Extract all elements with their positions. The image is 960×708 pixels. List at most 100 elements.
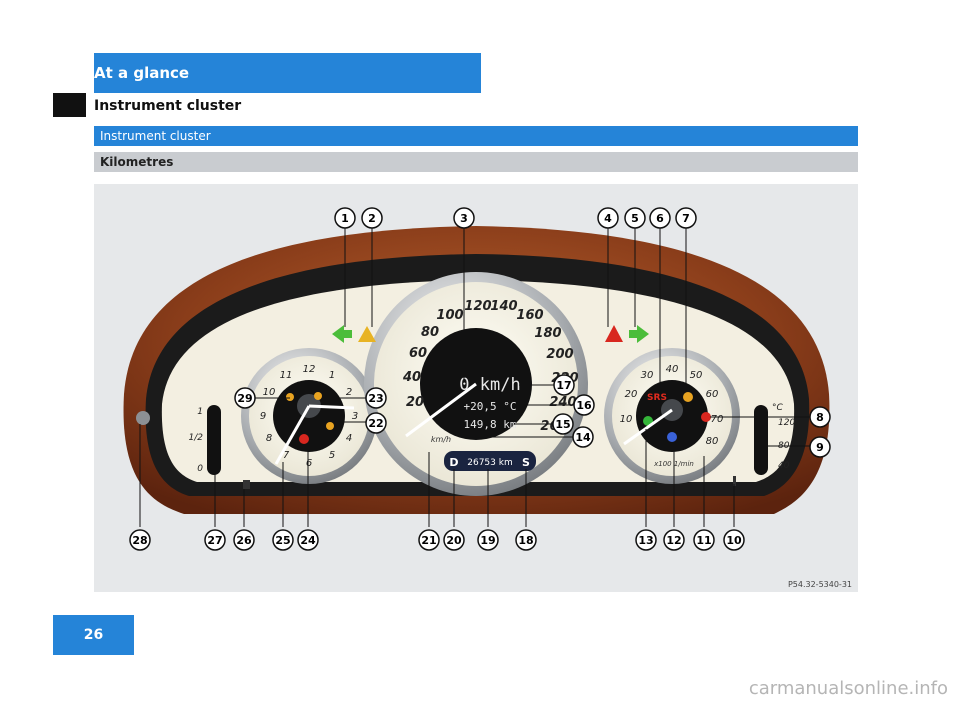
callout-2: 2: [368, 212, 376, 225]
rpm-number: 10: [620, 414, 633, 425]
figure-reference: P54.32-5340-31: [788, 580, 852, 589]
speed-tick: 40: [402, 370, 421, 385]
clock-number: 9: [260, 411, 266, 422]
speed-tick: 120: [464, 299, 491, 314]
engine-warning-icon: [326, 422, 334, 430]
speed-readout: 0 km/h: [459, 375, 520, 395]
clock-number: 12: [303, 364, 316, 375]
callout-24: 24: [300, 534, 316, 547]
section-marker: [53, 93, 86, 117]
callout-7: 7: [682, 212, 690, 225]
distronic-warning-icon: [605, 325, 623, 342]
callout-12: 12: [666, 534, 681, 547]
brake-warning-icon: [299, 434, 309, 444]
callout-5: 5: [631, 212, 639, 225]
speed-tick: 100: [436, 308, 463, 323]
odometer-display: [444, 451, 536, 471]
high-beam-icon: [667, 432, 677, 442]
odometer: 26753 km: [467, 458, 512, 468]
callout-3: 3: [460, 212, 468, 225]
speed-tick: 140: [490, 299, 517, 314]
tab-title: At a glance: [94, 64, 190, 82]
speed-tick: 200: [546, 347, 573, 362]
glow-plug-icon: [286, 393, 294, 401]
callout-8: 8: [816, 411, 824, 424]
subsection-label: Instrument cluster: [100, 129, 211, 143]
clock-number: 5: [329, 450, 335, 461]
clock-number: 2: [346, 387, 352, 398]
section-title: Instrument cluster: [94, 98, 242, 114]
reset-button: [136, 411, 150, 425]
clock-number: 6: [306, 458, 312, 469]
callout-17: 17: [556, 379, 571, 392]
warning-triangle-icon: [358, 326, 376, 342]
callout-6: 6: [656, 212, 664, 225]
coolant-unit: °C: [772, 403, 784, 413]
callout-1: 1: [341, 212, 349, 225]
rpm-number: 50: [690, 370, 703, 381]
gear-right: S: [522, 456, 530, 469]
coolant-temperature-icon: [733, 476, 736, 486]
rpm-number: 80: [706, 436, 719, 447]
callout-4: 4: [604, 212, 612, 225]
callout-9: 9: [816, 441, 824, 454]
speed-tick: 180: [534, 326, 561, 341]
fuel-pump-icon: [243, 480, 250, 489]
clock-number: 11: [280, 370, 293, 381]
speed-unit: km/h: [431, 435, 451, 444]
clock-number: 8: [266, 433, 272, 444]
left-turn-signal-icon: [332, 325, 352, 343]
callout-19: 19: [480, 534, 495, 547]
fuel-label: 1/2: [189, 433, 204, 443]
rpm-number: 40: [666, 364, 679, 375]
coolant-label: 40: [778, 461, 790, 471]
instrument-cluster-figure: 12 1 2 3 4 5 6 7 8 9 10 11 20 40 60 80: [94, 184, 858, 592]
instrument-cluster-illustration: 12 1 2 3 4 5 6 7 8 9 10 11 20 40 60 80: [123, 207, 852, 589]
clock-number: 4: [346, 433, 352, 444]
subsection-bar: Instrument cluster: [94, 126, 858, 146]
srs-label: SRS: [647, 393, 667, 403]
rpm-number: 60: [706, 389, 719, 400]
callout-23: 23: [368, 392, 383, 405]
callout-10: 10: [726, 534, 742, 547]
callout-22: 22: [368, 417, 383, 430]
callout-26: 26: [236, 534, 252, 547]
right-turn-signal-icon: [629, 325, 649, 343]
clock-number: 7: [283, 450, 290, 461]
callout-21: 21: [421, 534, 436, 547]
abs-icon: [683, 392, 693, 402]
callout-20: 20: [446, 534, 462, 547]
page-number: 26: [53, 615, 134, 655]
callout-14: 14: [575, 431, 591, 444]
callout-15: 15: [555, 418, 570, 431]
clock-number: 3: [352, 411, 358, 422]
callout-16: 16: [576, 399, 592, 412]
callout-28: 28: [132, 534, 147, 547]
clock-number: 1: [329, 370, 335, 381]
callout-13: 13: [638, 534, 653, 547]
fuel-label: 0: [197, 464, 203, 474]
speed-tick: 20: [406, 395, 424, 410]
speed-tick: 160: [516, 308, 543, 323]
seatbelt-icon: [701, 412, 711, 422]
callout-29: 29: [237, 392, 252, 405]
watermark: carmanualsonline.info: [748, 678, 948, 699]
temperature-readout: +20,5 °C: [464, 400, 517, 413]
callout-25: 25: [275, 534, 290, 547]
tire-pressure-icon: [314, 392, 322, 400]
variant-bar: Kilometres: [94, 152, 858, 172]
clock-number: 10: [263, 387, 276, 398]
rpm-number: 30: [641, 370, 654, 381]
rpm-number: 20: [625, 389, 638, 400]
rpm-number: 70: [711, 414, 724, 425]
gear-left: D: [449, 456, 458, 469]
speed-tick: 240: [549, 395, 576, 410]
fuel-label: 1: [197, 407, 203, 417]
speed-tick: 60: [409, 346, 427, 361]
header-tab: At a glance: [94, 53, 481, 93]
callout-11: 11: [696, 534, 711, 547]
callout-27: 27: [207, 534, 222, 547]
trip-readout: 149,8 km: [464, 418, 517, 431]
coolant-label: 120: [778, 418, 795, 428]
variant-label: Kilometres: [100, 155, 174, 169]
